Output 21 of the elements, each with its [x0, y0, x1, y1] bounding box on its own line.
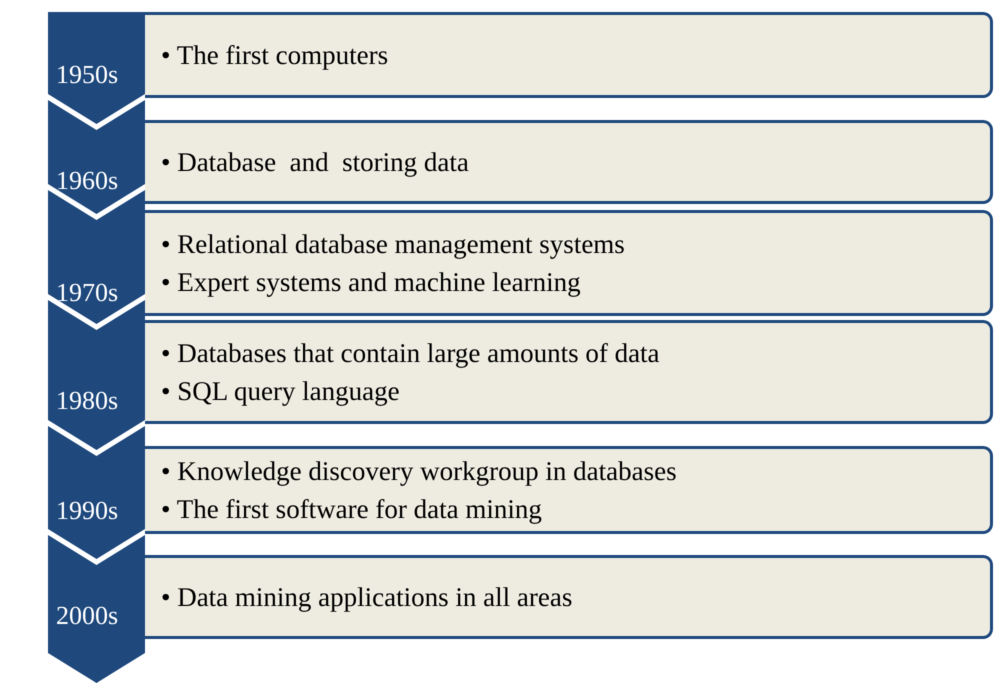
event-text: • The first computers	[161, 39, 390, 72]
event-text: • Database and storing data	[161, 146, 470, 179]
event-box	[145, 555, 993, 639]
event-box	[145, 446, 993, 534]
event-text: • Relational database management systems	[161, 228, 626, 261]
event-box	[145, 320, 993, 424]
event-text: • Expert systems and machine learning	[161, 266, 582, 299]
event-text: • Knowledge discovery workgroup in databases	[161, 455, 678, 488]
year-label: 1970s	[56, 278, 118, 308]
event-box	[145, 12, 993, 98]
year-label: 1980s	[56, 386, 118, 416]
year-label: 1960s	[56, 166, 118, 196]
event-text: • Databases that contain large amounts of data	[161, 337, 661, 370]
year-label: 2000s	[56, 601, 118, 631]
year-label: 1950s	[56, 60, 118, 90]
year-label: 1990s	[56, 496, 118, 526]
event-box	[145, 120, 993, 204]
event-text: • The first software for data mining	[161, 493, 543, 526]
event-box	[145, 210, 993, 316]
event-text: • Data mining applications in all areas	[161, 581, 574, 614]
event-text: • SQL query language	[161, 375, 401, 408]
